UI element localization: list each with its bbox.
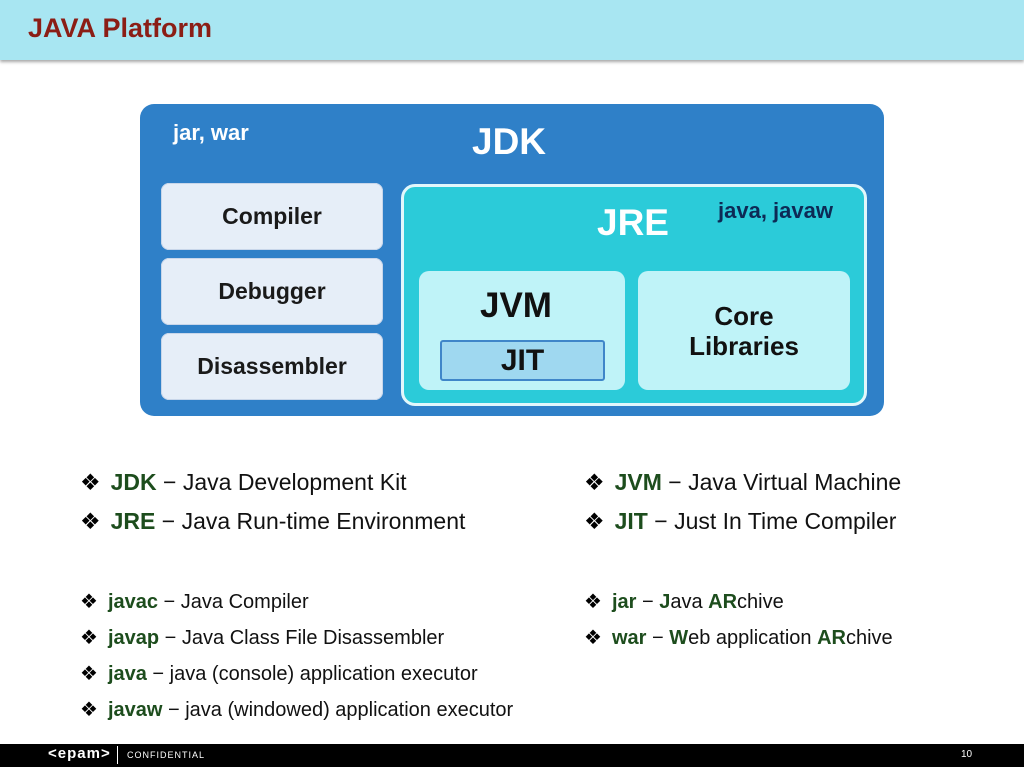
footer-divider (117, 746, 118, 764)
bullet-text: ava (670, 591, 709, 613)
bullet-jvm: ❖ JVM − Java Virtual Machine (584, 469, 901, 496)
bullet-java: ❖ java − java (console) application execu… (80, 661, 478, 686)
bullet-highlight: AR (708, 591, 738, 613)
diamond-bullet-icon: ❖ (80, 508, 101, 534)
diamond-bullet-icon: ❖ (80, 591, 98, 613)
bullet-jar: ❖ jar − Java ARchive (584, 589, 784, 614)
disassembler-box: Disassembler (161, 333, 383, 400)
bullet-highlight: J (659, 591, 671, 613)
jvm-label: JVM (480, 286, 552, 325)
bullet-key: war (611, 627, 647, 649)
bullet-key: JDK (110, 469, 157, 495)
footer-bar (0, 744, 1024, 767)
bullet-jre: ❖ JRE − Java Run-time Environment (80, 508, 465, 535)
bullet-jit: ❖ JIT − Just In Time Compiler (584, 508, 896, 535)
bullet-key: java (107, 663, 147, 685)
bullet-text: eb application (688, 627, 818, 649)
jit-box: JIT (440, 340, 605, 381)
bullet-javac: ❖ javac − Java Compiler (80, 589, 309, 614)
title-bar (0, 0, 1024, 60)
jre-files-label: java, javaw (718, 198, 833, 223)
diamond-bullet-icon: ❖ (584, 591, 602, 613)
bullet-text: − Java Development Kit (156, 469, 407, 495)
bullet-key: JVM (614, 469, 662, 495)
diamond-bullet-icon: ❖ (80, 663, 98, 685)
bullet-highlight: AR (817, 627, 846, 649)
jdk-files-label: jar, war (173, 120, 249, 145)
bullet-key: javap (107, 627, 160, 649)
bullet-text: − Java Compiler (158, 591, 309, 613)
bullet-text: − java (console) application executor (146, 663, 478, 685)
diamond-bullet-icon: ❖ (584, 627, 602, 649)
bullet-key: javac (107, 591, 158, 613)
jre-label: JRE (597, 202, 669, 243)
bullet-dash: − (636, 591, 660, 613)
bullet-text: − Just In Time Compiler (647, 508, 897, 534)
debugger-box: Debugger (161, 258, 383, 325)
bullet-key: jar (611, 591, 637, 613)
diamond-bullet-icon: ❖ (80, 699, 98, 721)
bullet-text: chive (737, 591, 784, 613)
bullet-key: javaw (107, 699, 163, 721)
bullet-javaw: ❖ javaw − java (windowed) application exe… (80, 697, 513, 722)
core-libraries-label: Core Libraries (689, 300, 799, 361)
bullet-text: − Java Class File Disassembler (159, 627, 445, 649)
bullet-highlight: W (669, 627, 689, 649)
bullet-key: JRE (110, 508, 156, 534)
confidential-label: CONFIDENTIAL (127, 750, 206, 760)
diamond-bullet-icon: ❖ (80, 627, 98, 649)
bullet-text: chive (845, 627, 893, 649)
bullet-key: JIT (614, 508, 648, 534)
compiler-box: Compiler (161, 183, 383, 250)
bullet-text: − Java Run-time Environment (155, 508, 466, 534)
diamond-bullet-icon: ❖ (80, 469, 101, 495)
bullet-dash: − (646, 627, 670, 649)
diamond-bullet-icon: ❖ (584, 469, 605, 495)
jdk-label: JDK (472, 121, 547, 162)
bullet-javap: ❖ javap − Java Class File Disassembler (80, 625, 444, 650)
epam-logo: <epam> (48, 745, 111, 762)
bullet-war: ❖ war − Web application ARchive (584, 625, 893, 650)
slide-title: JAVA Platform (28, 13, 213, 43)
diamond-bullet-icon: ❖ (584, 508, 605, 534)
page-number: 10 (961, 749, 973, 760)
bullet-jdk: ❖ JDK − Java Development Kit (80, 469, 407, 496)
core-libraries-box: Core Libraries (638, 271, 850, 390)
bullet-text: − Java Virtual Machine (661, 469, 902, 495)
bullet-text: − java (windowed) application executor (162, 699, 514, 721)
